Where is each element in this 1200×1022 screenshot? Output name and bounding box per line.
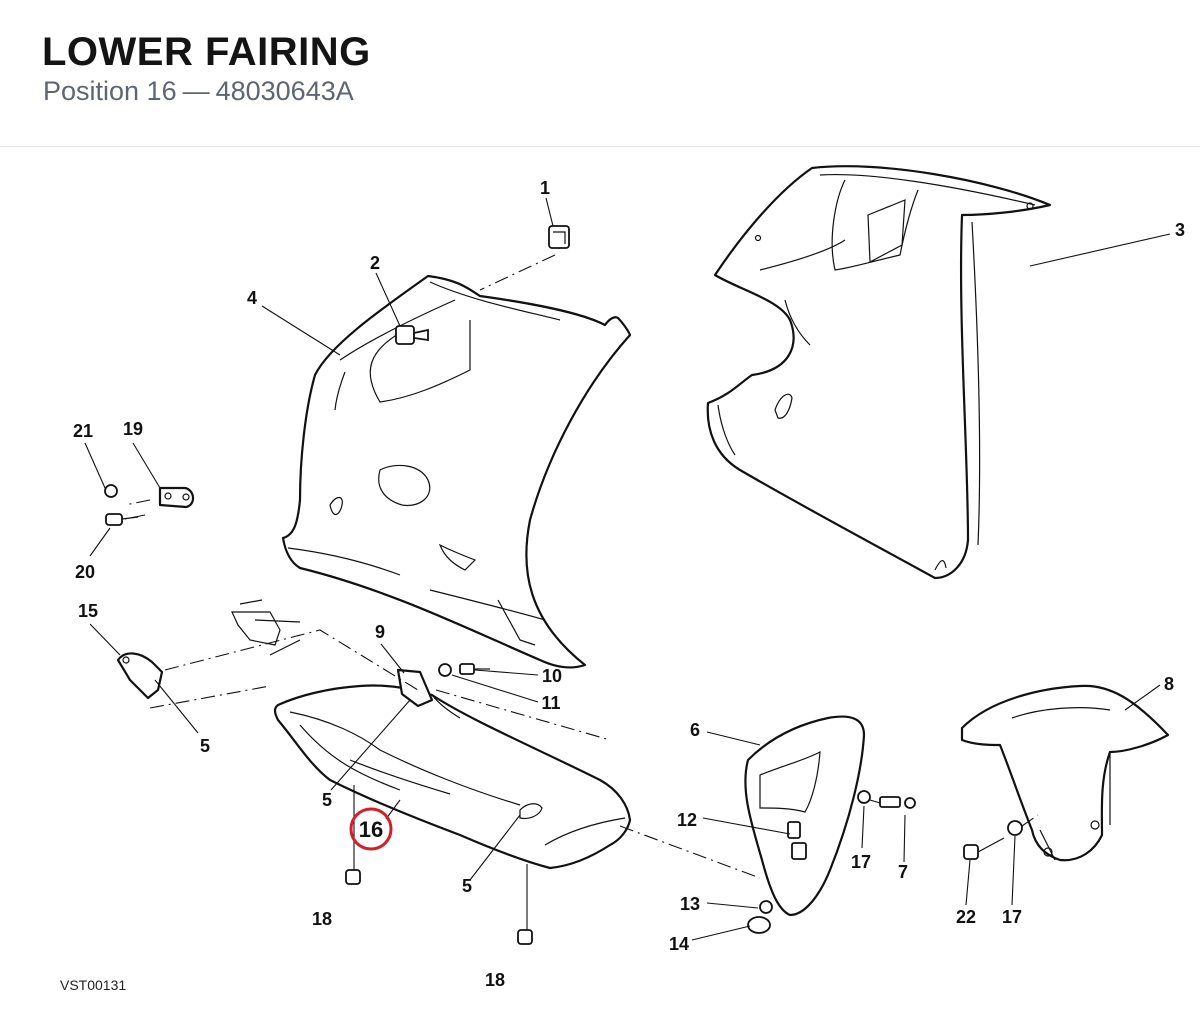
part-17-washer-right[interactable] [857,790,871,804]
part-21-nut[interactable] [104,484,118,498]
part-8-rear-bracket[interactable] [960,684,1170,862]
part-19-plate[interactable] [158,486,195,509]
callout-5-left[interactable]: 5 [200,736,210,756]
callout-5-bottom[interactable]: 5 [462,876,472,896]
drawing-reference-code: VST00131 [60,977,127,993]
subtitle-separator: — [182,76,210,106]
callout-7[interactable]: 7 [898,862,908,882]
callout-12[interactable]: 12 [677,810,697,830]
callout-18-left[interactable]: 18 [312,909,332,929]
callout-10[interactable]: 10 [542,666,562,686]
callout-15[interactable]: 15 [78,601,98,621]
assembly-lines [124,254,1039,879]
highlight-circle [349,807,393,851]
callout-16[interactable]: 16 [359,817,383,842]
part-20-screw[interactable] [105,513,139,526]
part-18-grommet-bottom[interactable] [517,929,533,945]
callout-17-right[interactable]: 17 [851,852,871,872]
frame-mechanism [231,599,301,656]
part-22-screw[interactable] [963,837,1005,860]
callout-1[interactable]: 1 [540,178,550,198]
callout-22[interactable]: 22 [956,907,976,927]
part-4-left-fairing[interactable] [281,274,632,669]
page-subtitle: Position 16—48030643A [43,76,354,107]
callout-5-middle[interactable]: 5 [322,790,332,810]
callout-11[interactable]: 11 [541,693,560,713]
callout-8[interactable]: 8 [1164,674,1174,694]
page-title: LOWER FAIRING [42,30,371,74]
part-16-lower-fairing[interactable] [273,684,632,870]
callout-14[interactable]: 14 [669,934,689,954]
callout-6[interactable]: 6 [690,720,700,740]
part-12-screw[interactable] [787,821,807,860]
callout-21[interactable]: 21 [73,421,93,441]
part-15-bracket[interactable] [116,652,164,700]
part-18-grommet-left[interactable] [345,869,361,885]
part-1-clip[interactable] [548,225,570,249]
callout-19[interactable]: 19 [123,419,143,439]
callout-18-bottom[interactable]: 18 [485,970,505,990]
callout-3[interactable]: 3 [1175,220,1185,240]
callout-13[interactable]: 13 [680,894,700,914]
part-3-upper-fairing[interactable] [706,165,1052,580]
page-header: LOWER FAIRING Position 16—48030643A [0,0,1200,147]
callout-9[interactable]: 9 [375,622,385,642]
callout-20[interactable]: 20 [75,562,95,582]
callout-labels: 1 2 3 4 21 19 20 15 5 9 10 11 5 16 5 18 … [73,178,1185,990]
leader-lines [84,197,1171,941]
part-number: 48030643A [215,76,354,106]
part-14-grommet[interactable] [747,916,771,934]
callout-4[interactable]: 4 [247,288,257,308]
part-10-screw[interactable] [459,663,490,675]
callout-2[interactable]: 2 [370,253,380,273]
part-13-washer[interactable] [759,900,773,914]
part-7-screw[interactable] [879,796,916,809]
position-label: Position 16 [43,76,177,106]
part-11-washer[interactable] [438,663,452,677]
part-6-side-panel[interactable] [744,715,866,917]
part-17-washer-left[interactable] [1007,820,1023,836]
part-2-fastener[interactable] [395,325,429,345]
callout-17-left[interactable]: 17 [1002,907,1022,927]
